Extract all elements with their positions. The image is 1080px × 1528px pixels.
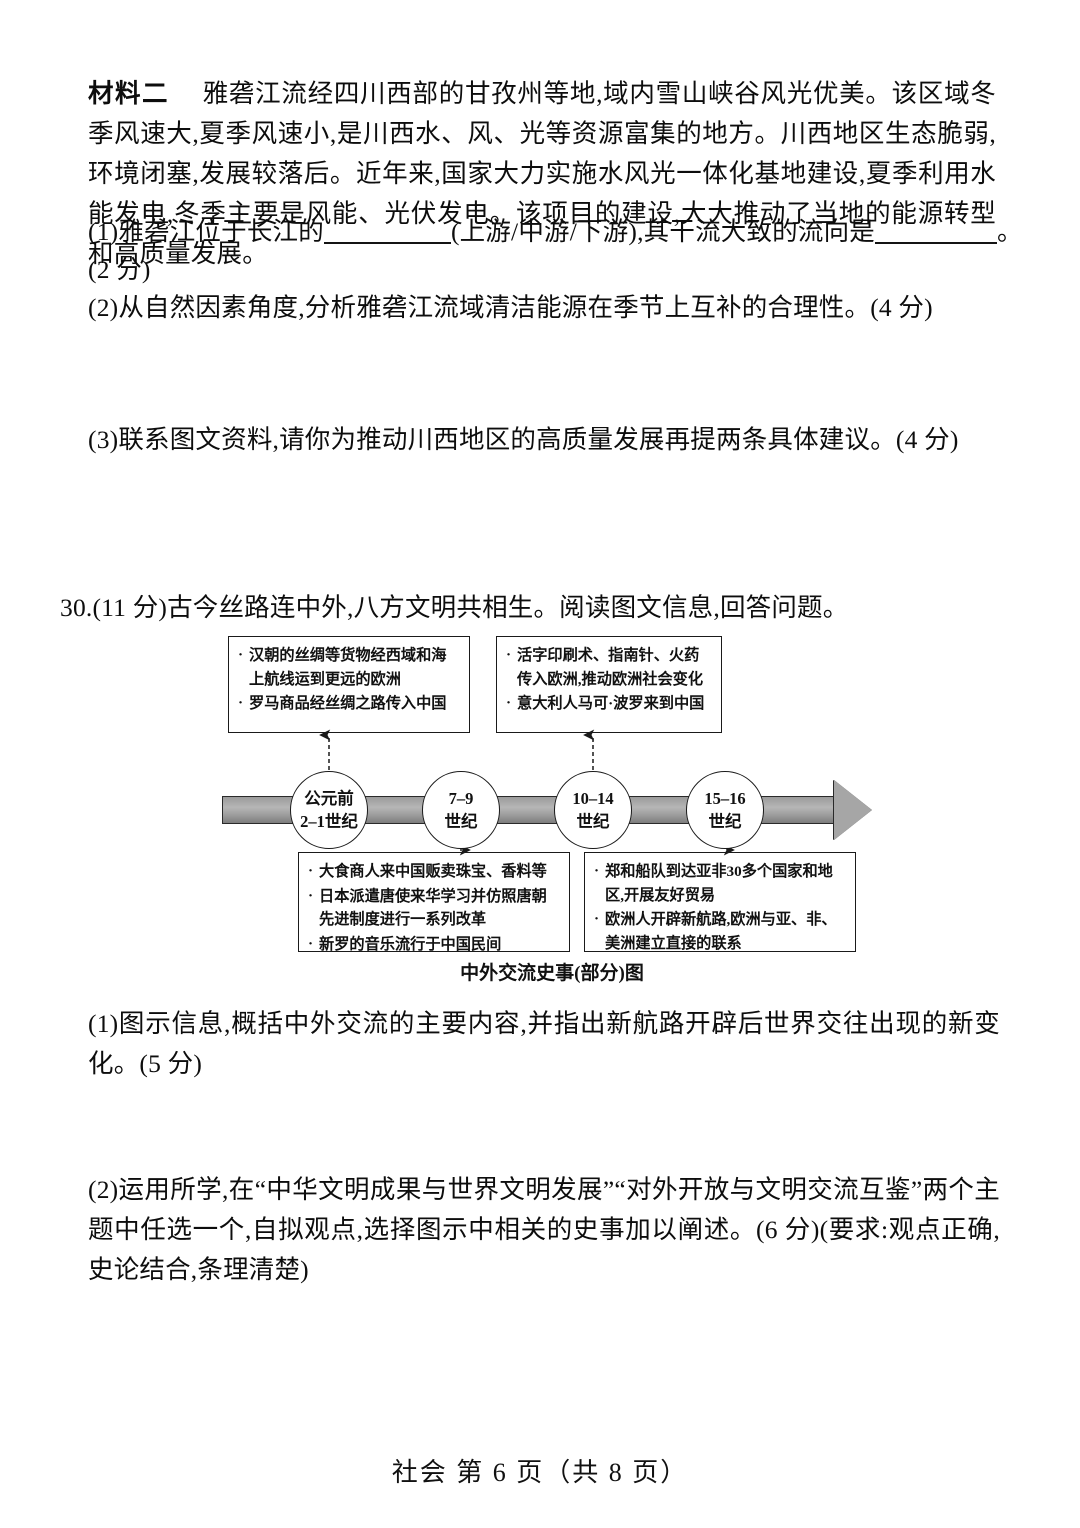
answer-blank-1[interactable] [323,215,451,244]
material-two-question-2: (2)从自然因素角度,分析雅砻江流域清洁能源在季节上互补的合理性。(4 分) [88,293,933,322]
material-two-question-3: (3)联系图文资料,请你为推动川西地区的高质量发展再提两条具体建议。(4 分) [88,425,959,454]
timeline-node-1: 公元前 2–1世纪 [290,771,368,849]
answer-blank-2[interactable] [874,215,997,244]
figure-box-top-left: 汉朝的丝绸等货物经西域和海上航线运到更远的欧洲 罗马商品经丝绸之路传入中国 [228,636,470,733]
figure-box-bottom-left: 大食商人来中国贩卖珠宝、香料等 日本派遣唐使来华学习并仿照唐朝先进制度进行一系列… [298,852,570,955]
question-1-text-part-2: (上游/中游/下游),其干流大致的流向是 [450,217,875,246]
list-item: 郑和船队到达亚非30多个国家和地区,开展友好贸易 [593,859,846,907]
list-item: 罗马商品经丝绸之路传入中国 [237,691,460,716]
material-two-text: 雅砻江流经四川西部的甘孜州等地,域内雪山峡谷风光优美。该区域冬季风速大,夏季风速… [88,79,996,268]
list-item: 日本派遣唐使来华学习并仿照唐朝先进制度进行一系列改革 [307,884,560,932]
timeline-node-3-line-2: 世纪 [576,812,610,831]
timeline-node-3-line-1: 10–14 [572,789,614,808]
list-item: 欧洲人开辟新航路,欧洲与亚、非、美洲建立直接的联系 [593,907,846,955]
material-two-question-1: (1)雅砻江位于长江的 (上游/中游/下游),其干流大致的流向是 。 [88,212,1022,252]
sino-foreign-exchange-timeline-figure: 汉朝的丝绸等货物经西域和海上航线运到更远的欧洲 罗马商品经丝绸之路传入中国 活字… [222,634,882,984]
question-30-part-1: (1)图示信息,概括中外交流的主要内容,并指出新航路开辟后世界交往出现的新变化。… [88,1009,1000,1078]
timeline-node-3: 10–14 世纪 [554,771,632,849]
list-item: 活字印刷术、指南针、火药传入欧洲,推动欧洲社会变化 [505,643,712,691]
timeline-node-4-line-1: 15–16 [704,789,746,808]
list-item: 意大利人马可·波罗来到中国 [505,691,712,716]
timeline-node-4-line-2: 世纪 [708,812,742,831]
page-footer: 社会 第 6 页（共 8 页） [391,1458,689,1487]
timeline-node-2-line-2: 世纪 [444,812,478,831]
material-two-paragraph: 材料二 雅砻江流经四川西部的甘孜州等地,域内雪山峡谷风光优美。该区域冬季风速大,… [88,74,996,274]
timeline-node-1-line-2: 2–1世纪 [300,812,358,831]
figure-caption: 中外交流史事(部分)图 [460,963,644,984]
list-item: 新罗的音乐流行于中国民间 [307,932,560,957]
figure-box-top-right: 活字印刷术、指南针、火药传入欧洲,推动欧洲社会变化 意大利人马可·波罗来到中国 [496,636,722,733]
question-30-heading: 30.(11 分)古今丝路连中外,八方文明共相生。阅读图文信息,回答问题。 [60,593,849,622]
question-30-part-2: (2)运用所学,在“中华文明成果与世界文明发展”“对外开放与文明交流互鉴”两个主… [88,1175,1000,1284]
timeline-node-1-line-1: 公元前 [304,789,354,808]
question-1-text-part-1: (1)雅砻江位于长江的 [88,217,324,246]
question-1-text-part-3: 。 [996,217,1023,246]
material-two-question-1-score: (2 分) [88,255,151,284]
timeline-arrow-head-icon [834,780,872,840]
timeline-node-2: 7–9 世纪 [422,771,500,849]
list-item: 汉朝的丝绸等货物经西域和海上航线运到更远的欧洲 [237,643,460,691]
material-two-label: 材料二 [88,79,170,108]
timeline-node-4: 15–16 世纪 [686,771,764,849]
figure-box-bottom-right: 郑和船队到达亚非30多个国家和地区,开展友好贸易 欧洲人开辟新航路,欧洲与亚、非… [584,852,856,952]
list-item: 大食商人来中国贩卖珠宝、香料等 [307,859,560,884]
timeline-node-2-line-1: 7–9 [448,789,474,808]
